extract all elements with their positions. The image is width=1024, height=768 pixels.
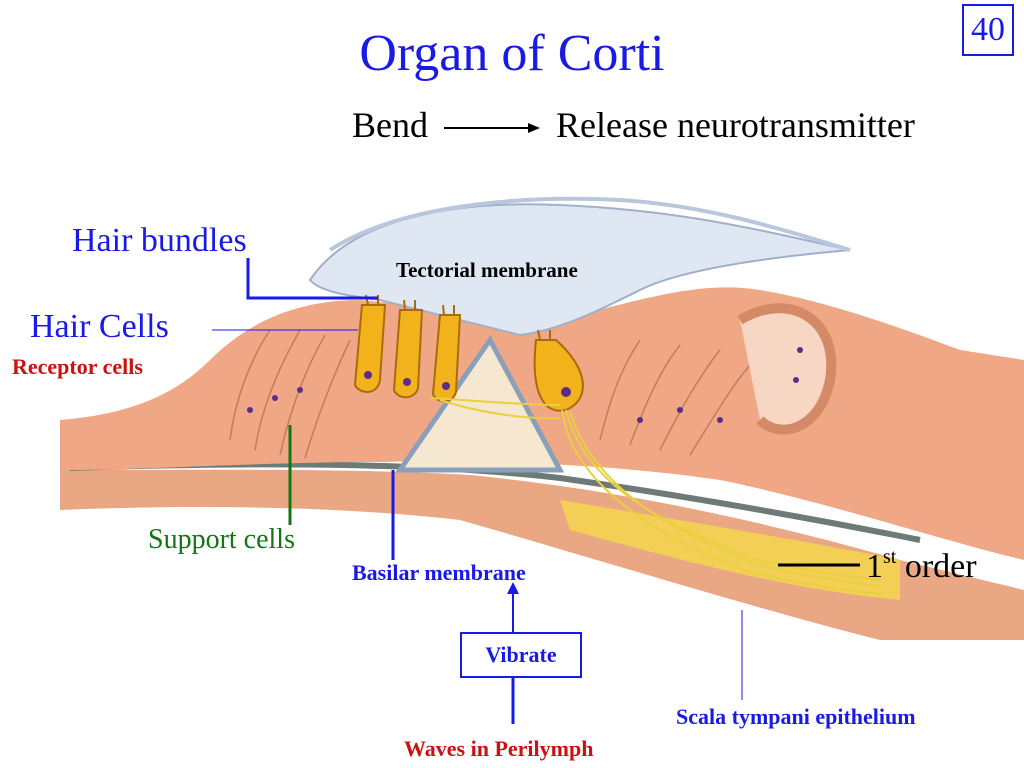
first-order-text: order [904, 548, 977, 585]
tectorial-membrane-shape [308, 203, 851, 337]
tectorial-membrane-label: Tectorial membrane [396, 258, 578, 282]
tunnel-of-corti [395, 335, 565, 473]
basilar-membrane-label: Basilar membrane [352, 560, 526, 585]
scala-tympani-label: Scala tympani epithelium [676, 704, 916, 729]
hair-bundles-label: Hair bundles [72, 222, 247, 259]
spiral-loop [737, 303, 837, 435]
first-order-superscript: st [883, 546, 897, 568]
bend-arrowhead [528, 123, 540, 133]
receptor-cells-label: Receptor cells [12, 354, 143, 379]
first-order-number: 1 [866, 548, 883, 585]
release-neurotransmitter-label: Release neurotransmitter [556, 105, 915, 145]
cell-nuclei [247, 347, 803, 423]
hair-bundles-leader [246, 258, 378, 300]
outer-hair-cells [353, 304, 462, 403]
lower-tissue [60, 469, 1024, 640]
page-number: 40 [962, 4, 1014, 56]
slide-title: Organ of Corti [359, 25, 665, 82]
vibrate-label: Vibrate [485, 642, 557, 667]
first-order-label: 1st order [866, 546, 977, 586]
vibrate-box [460, 632, 582, 678]
bend-label: Bend [352, 105, 428, 145]
nerve-fibers [429, 397, 881, 595]
vibrate-arrowhead [507, 582, 519, 594]
waves-in-perilymph-label: Waves in Perilymph [404, 736, 594, 761]
support-cells-label: Support cells [148, 524, 295, 555]
hair-cells-label: Hair Cells [30, 308, 169, 345]
tectorial-membrane-top [328, 196, 851, 252]
